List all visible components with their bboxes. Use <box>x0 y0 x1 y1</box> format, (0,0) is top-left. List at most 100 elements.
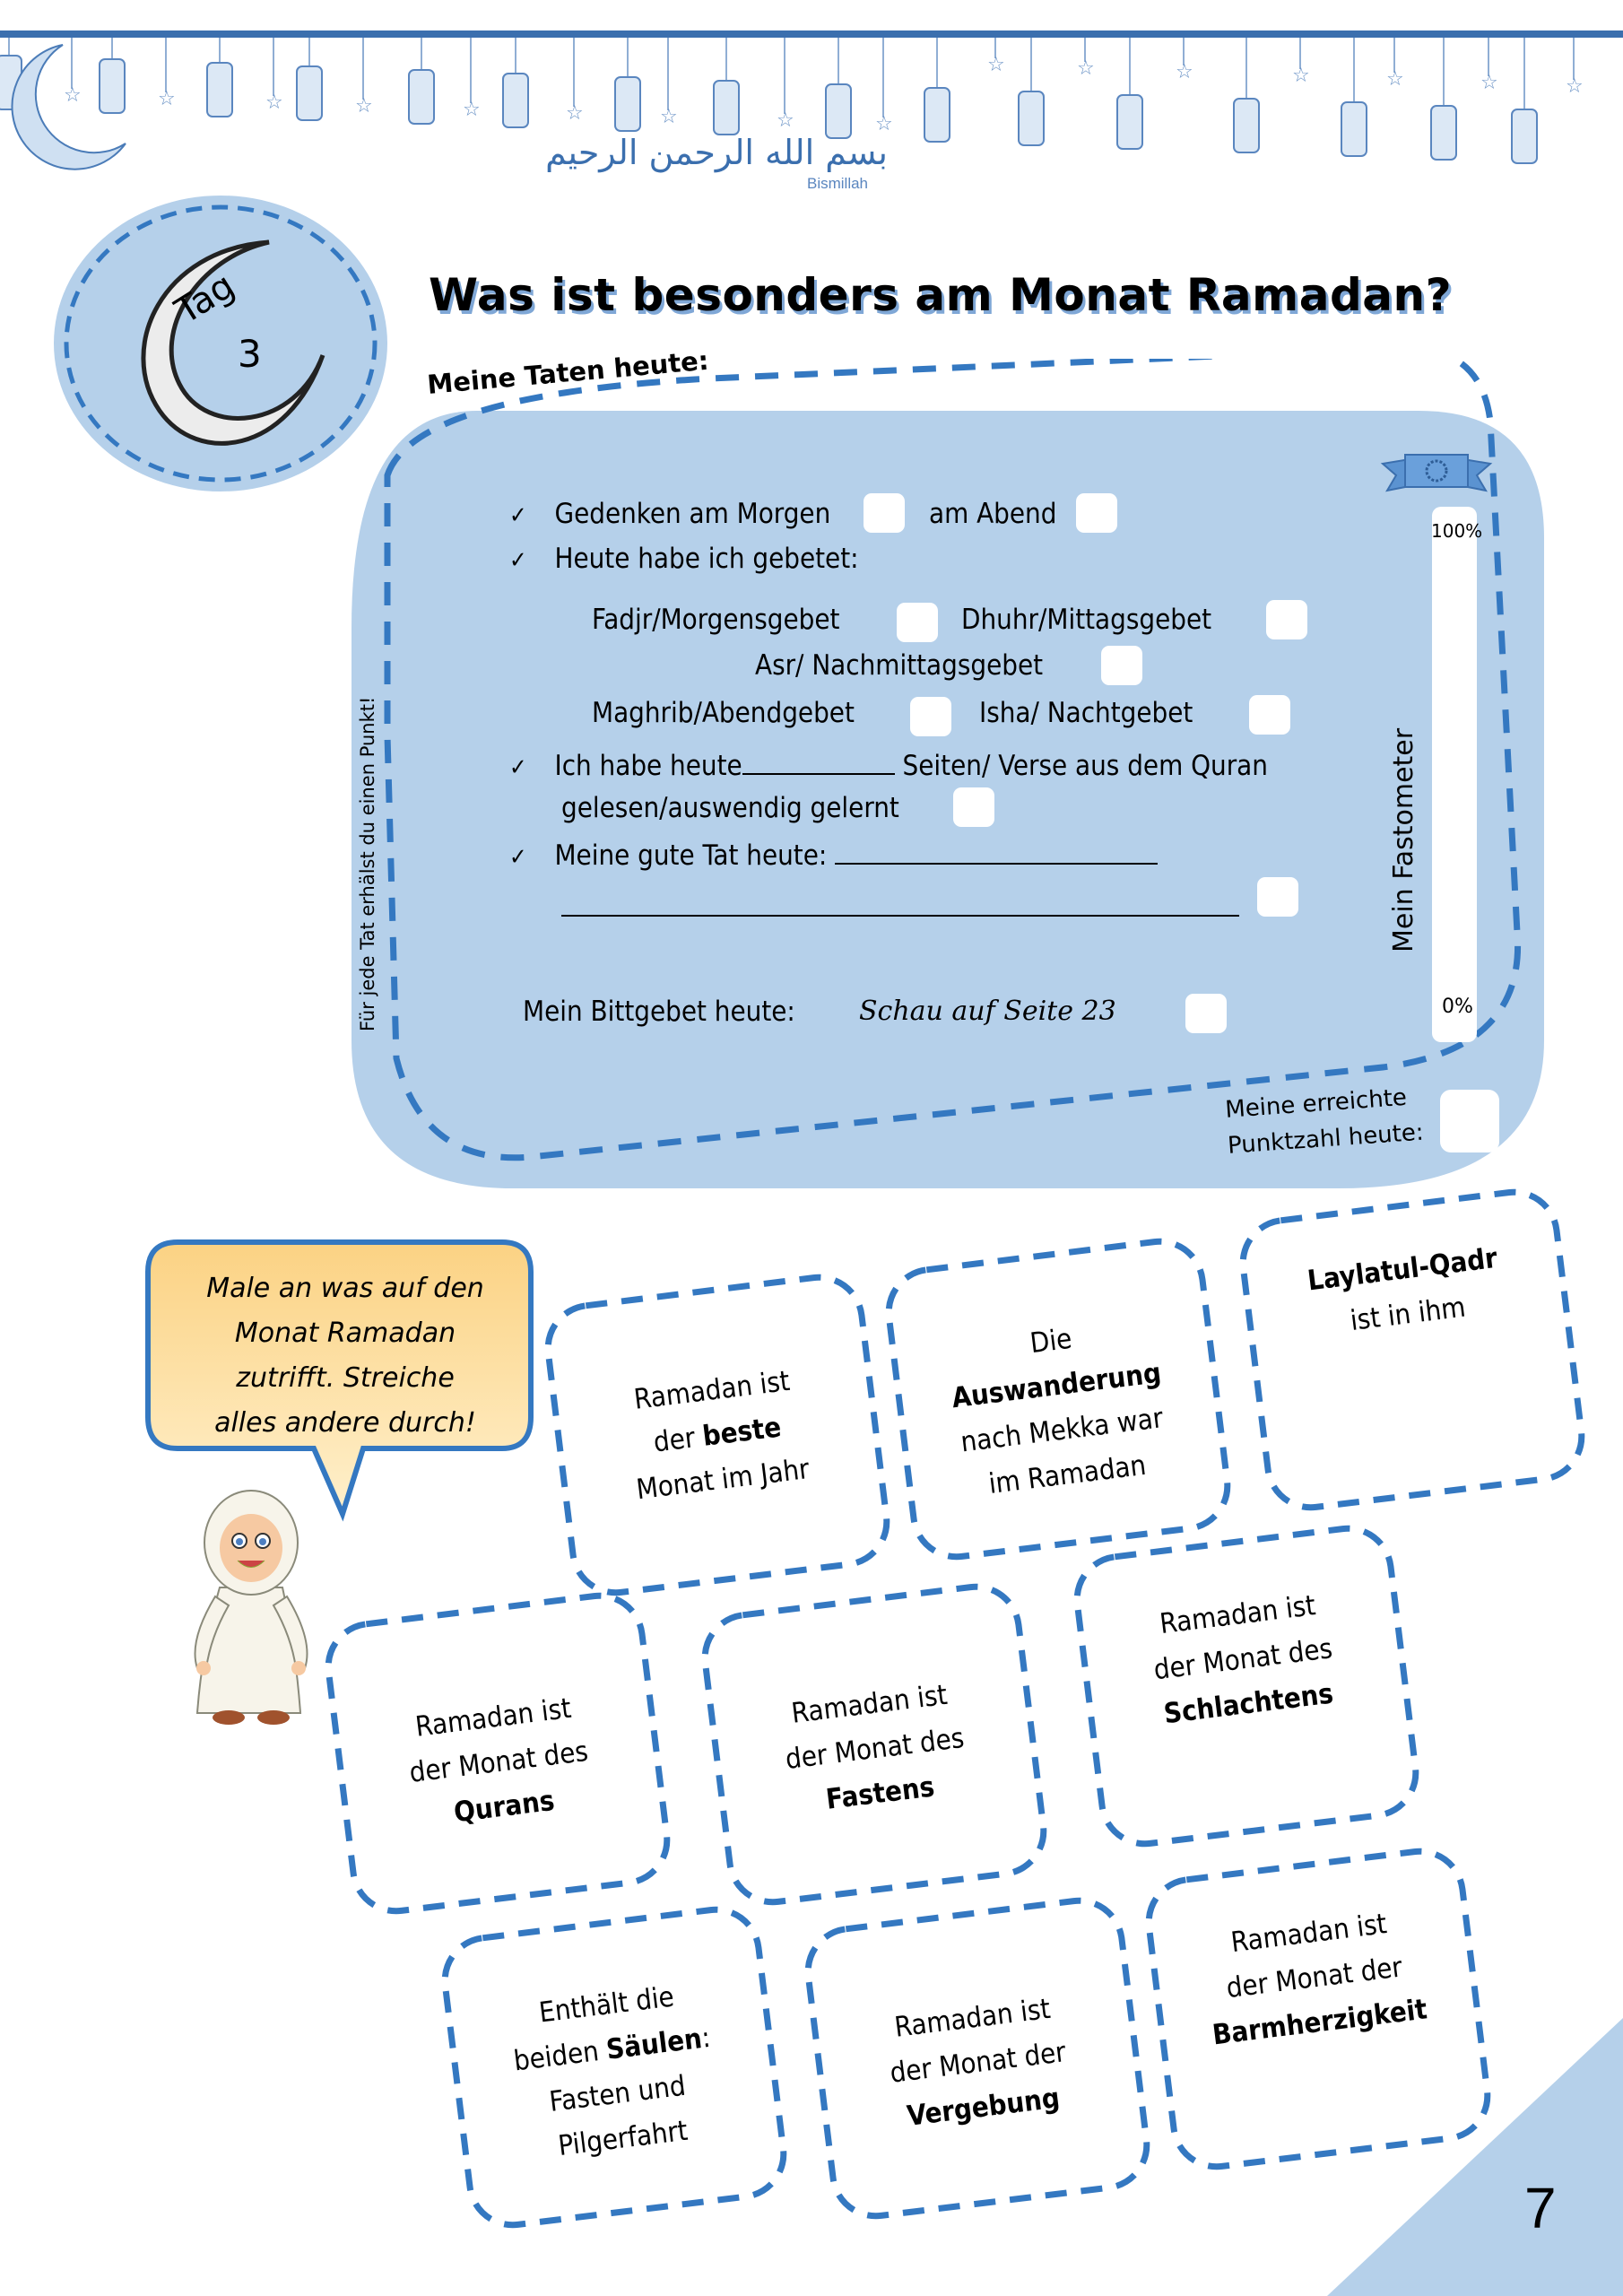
lantern-icon <box>713 80 740 135</box>
dashed-card-border <box>544 1274 890 1596</box>
lantern-icon <box>825 83 852 139</box>
lantern-icon <box>1511 109 1538 164</box>
lantern-banner: ☆☆☆☆☆☆☆☆☆☆☆☆☆☆☆☆ <box>0 30 1623 170</box>
star-icon: ☆ <box>566 102 584 125</box>
star-icon: ☆ <box>875 113 893 135</box>
lantern-icon <box>408 69 435 125</box>
quran-checkbox[interactable] <box>953 787 994 827</box>
star-icon: ☆ <box>64 84 82 107</box>
fastometer-bar[interactable] <box>1432 507 1477 1042</box>
card-text-normal: der <box>651 1421 706 1459</box>
dashed-card-border <box>441 1906 787 2229</box>
fastometer-title: Mein Fastometer <box>1388 727 1419 952</box>
check-icon: ✓ <box>509 502 527 529</box>
instruction-line: Male an was auf den <box>206 1273 484 1304</box>
score-input-box[interactable] <box>1440 1090 1499 1152</box>
star-icon: ☆ <box>463 99 481 121</box>
lantern-icon <box>1116 94 1143 150</box>
prayer-dhuhr-label: Dhuhr/Mittagsgebet <box>961 604 1212 636</box>
supplication-value: Schau auf Seite 23 <box>859 996 1116 1027</box>
banner-rail <box>0 30 1623 38</box>
side-note: Für jede Tat erhälst du einen Punkt! <box>357 696 378 1031</box>
check-icon: ✓ <box>509 754 527 781</box>
star-icon: ☆ <box>265 91 283 114</box>
card-text-normal: beiden <box>511 2034 609 2078</box>
dashed-card-border <box>325 1592 671 1915</box>
quran-label-start: Ich habe heute <box>554 750 742 782</box>
star-icon: ☆ <box>1566 75 1584 98</box>
bismillah-label: Bismillah <box>807 175 869 192</box>
lantern-icon <box>924 87 950 143</box>
star-icon: ☆ <box>660 106 678 128</box>
instruction-line: Monat Ramadan <box>234 1318 456 1349</box>
good-deed-input-line1[interactable] <box>835 836 1159 865</box>
lantern-icon <box>614 76 641 132</box>
page-number: 7 <box>1524 2176 1557 2240</box>
star-icon: ☆ <box>1386 68 1404 91</box>
prayer-isha-checkbox[interactable] <box>1249 695 1290 735</box>
fastometer-top-label: 100% <box>1431 520 1483 542</box>
supplication-checkbox[interactable] <box>1185 994 1227 1033</box>
good-deed-row: ✓ Meine gute Tat heute: <box>509 836 1159 872</box>
lantern-icon <box>296 65 323 121</box>
dashed-card-border <box>1145 1848 1491 2170</box>
card-text-bold: Fastens <box>824 1770 937 1816</box>
lantern-icon <box>99 58 126 114</box>
star-icon: ☆ <box>1176 61 1193 83</box>
score-label: Meine erreichte Punktzahl heute: <box>1224 1079 1425 1164</box>
prayer-maghrib-label: Maghrib/Abendgebet <box>592 697 855 729</box>
lantern-icon <box>1430 105 1457 161</box>
prayer-dhuhr-checkbox[interactable] <box>1266 600 1307 639</box>
dashed-border <box>384 359 1522 1161</box>
star-icon: ☆ <box>355 95 373 117</box>
fastometer-bottom-label: 0% <box>1442 996 1473 1018</box>
good-deed-label: Meine gute Tat heute: <box>554 839 828 872</box>
girl-illustration <box>194 1490 308 1725</box>
dashed-card-border <box>701 1583 1047 1906</box>
prayer-fajr-label: Fadjr/Morgensgebet <box>592 604 840 636</box>
crescent-icon <box>141 239 325 446</box>
card-text-normal: Die <box>1028 1322 1074 1361</box>
morning-remembrance-checkbox[interactable] <box>864 493 905 533</box>
dashed-card-border <box>804 1897 1150 2220</box>
star-icon: ☆ <box>158 88 176 110</box>
star-icon: ☆ <box>987 54 1005 76</box>
good-deed-checkbox[interactable] <box>1257 877 1298 917</box>
crescent-moon-icon <box>11 44 126 170</box>
ribbon-badge-icon <box>1380 454 1493 492</box>
quran-pages-input[interactable] <box>742 746 895 775</box>
star-icon: ☆ <box>777 109 794 132</box>
lantern-icon <box>206 62 233 117</box>
remembrance-row: ✓ Gedenken am Morgen <box>509 498 830 530</box>
speech-bubble <box>145 1239 534 1522</box>
day-badge <box>54 196 387 491</box>
lantern-icon <box>1233 98 1260 153</box>
page-title: Was ist besonders am Monat Ramadan? <box>429 269 1453 321</box>
card-text-bold: Säulen <box>604 2022 704 2066</box>
prayer-asr-label: Asr/ Nachmittagsgebet <box>755 649 1044 682</box>
evening-remembrance-checkbox[interactable] <box>1076 493 1117 533</box>
lantern-icon <box>1341 101 1367 157</box>
check-icon: ✓ <box>509 844 527 871</box>
quran-row: ✓ Ich habe heute Seiten/ Verse aus dem Q… <box>509 746 1268 782</box>
prayer-maghrib-checkbox[interactable] <box>910 697 951 736</box>
prayer-asr-checkbox[interactable] <box>1101 646 1142 685</box>
prayer-fajr-checkbox[interactable] <box>897 603 938 642</box>
lantern-icon <box>502 73 529 128</box>
remembrance-evening-label: am Abend <box>929 498 1057 530</box>
star-icon: ☆ <box>1077 57 1095 80</box>
good-deed-input-line2[interactable] <box>561 888 1239 917</box>
check-icon: ✓ <box>509 547 527 574</box>
quran-label-line2: gelesen/auswendig gelernt <box>561 792 899 824</box>
dashed-card-border <box>885 1238 1231 1561</box>
instruction-line: zutrifft. Streiche <box>236 1362 455 1394</box>
